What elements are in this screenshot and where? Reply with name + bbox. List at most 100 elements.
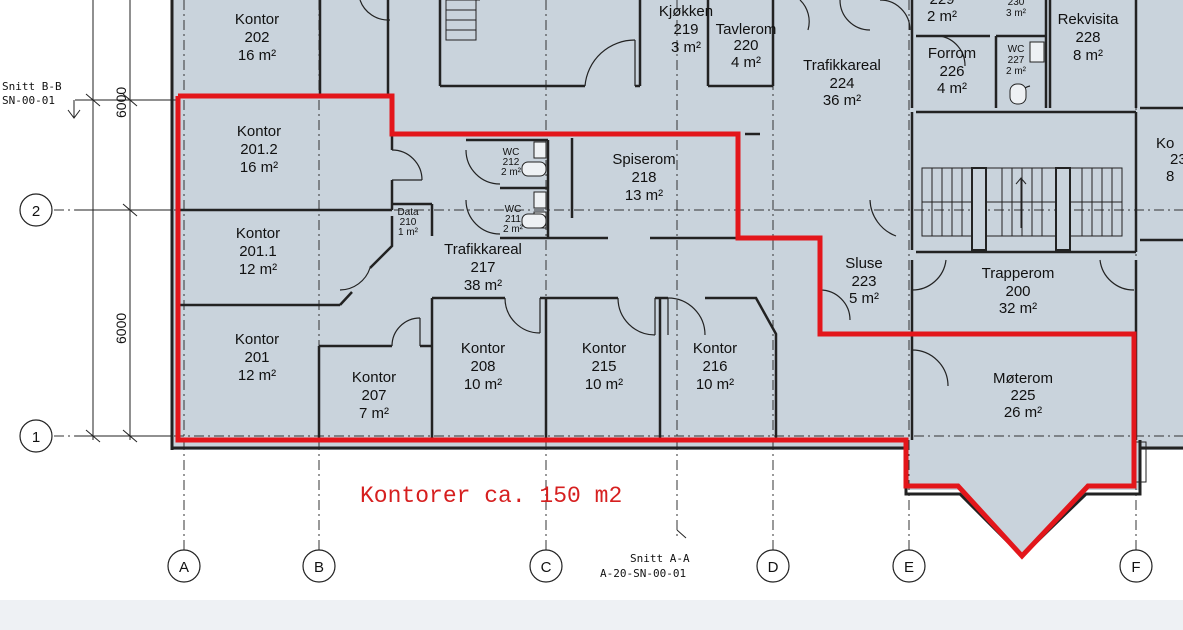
svg-text:16 m²: 16 m² (238, 47, 276, 64)
svg-text:226: 226 (939, 63, 964, 80)
svg-text:Kontor: Kontor (352, 369, 396, 386)
svg-text:Ko: Ko (1156, 135, 1174, 152)
room-219: Kjøkken 219 3 m² (659, 3, 713, 56)
svg-text:207: 207 (361, 387, 386, 404)
svg-text:5 m²: 5 m² (849, 290, 879, 307)
svg-text:216: 216 (702, 358, 727, 375)
room-201-1: Kontor 201.1 12 m² (236, 225, 280, 278)
svg-text:211: 211 (505, 214, 521, 225)
svg-text:WC: WC (505, 204, 522, 215)
svg-text:Kjøkken: Kjøkken (659, 3, 713, 20)
room-k2-partial: Ko 23 8 (1156, 135, 1183, 185)
svg-text:2 m²: 2 m² (501, 167, 522, 178)
grid-label-e: E (904, 559, 914, 576)
svg-text:1 m²: 1 m² (398, 227, 419, 238)
dimension-lines (67, 0, 176, 443)
grid-label-d: D (768, 559, 779, 576)
section-markers: Snitt B-B SN-00-01 Snitt A-A A-20-SN-00-… (2, 80, 690, 580)
room-labels: Kontor 202 16 m² Kontor 201.2 16 m² Kont… (235, 0, 1183, 422)
svg-text:224: 224 (829, 75, 854, 92)
svg-text:Spiserom: Spiserom (612, 151, 675, 168)
room-227: WC 227 2 m² (1006, 44, 1027, 77)
svg-text:WC: WC (1008, 44, 1025, 55)
svg-text:215: 215 (591, 358, 616, 375)
grid-label-b: B (314, 559, 324, 576)
section-aa-ref: A-20-SN-00-01 (600, 567, 686, 580)
room-201-2: Kontor 201.2 16 m² (237, 123, 281, 176)
room-207: Kontor 207 7 m² (352, 369, 396, 422)
svg-text:208: 208 (470, 358, 495, 375)
dimension-lower: 6000 (113, 313, 129, 344)
room-212: WC 212 2 m² (501, 147, 522, 178)
svg-text:23: 23 (1170, 151, 1183, 168)
svg-text:200: 200 (1005, 283, 1030, 300)
grid-bubbles (19, 193, 1153, 583)
svg-text:WC: WC (503, 147, 520, 158)
section-bb-ref: SN-00-01 (2, 94, 55, 107)
room-220: Tavlerom 220 4 m² (716, 21, 777, 71)
room-224: Trafikkareal 224 36 m² (803, 57, 881, 109)
svg-text:Data: Data (397, 207, 419, 218)
room-223: Sluse 223 5 m² (845, 255, 883, 307)
room-210: Data 210 1 m² (397, 207, 419, 238)
svg-text:36 m²: 36 m² (823, 92, 861, 109)
room-211: WC 211 2 m² (503, 204, 524, 235)
room-225: Møterom 225 26 m² (993, 370, 1053, 421)
svg-text:227: 227 (1008, 55, 1025, 66)
small-room-labels: 230 3 m² WC 227 2 m² WC 212 2 m² WC 211 … (397, 0, 1026, 238)
area-caption: Kontorer ca. 150 m2 (360, 483, 622, 509)
svg-text:4 m²: 4 m² (731, 54, 761, 71)
svg-text:223: 223 (851, 273, 876, 290)
svg-text:4 m²: 4 m² (937, 80, 967, 97)
svg-text:Kontor: Kontor (236, 225, 280, 242)
svg-text:8: 8 (1166, 168, 1174, 185)
svg-text:Kontor: Kontor (237, 123, 281, 140)
section-bb-label: Snitt B-B (2, 80, 62, 93)
svg-text:10 m²: 10 m² (585, 376, 623, 393)
svg-text:13 m²: 13 m² (625, 187, 663, 204)
svg-text:225: 225 (1010, 387, 1035, 404)
room-217: Trafikkareal 217 38 m² (444, 241, 522, 294)
svg-text:201.2: 201.2 (240, 141, 278, 158)
room-201: Kontor 201 12 m² (235, 331, 279, 384)
svg-text:Kontor: Kontor (235, 11, 279, 28)
dimension-upper: 6000 (113, 87, 129, 118)
room-215: Kontor 215 10 m² (582, 340, 626, 393)
svg-text:12 m²: 12 m² (238, 367, 276, 384)
interior-walls (180, 0, 1183, 559)
svg-text:3 m²: 3 m² (671, 39, 701, 56)
svg-text:10 m²: 10 m² (696, 376, 734, 393)
room-202: Kontor 202 16 m² (235, 11, 279, 64)
room-216: Kontor 216 10 m² (693, 340, 737, 393)
svg-text:2 m²: 2 m² (1006, 66, 1027, 77)
office-area-outline (175, 93, 1137, 560)
svg-text:12 m²: 12 m² (239, 261, 277, 278)
svg-text:230: 230 (1008, 0, 1025, 8)
svg-text:212: 212 (503, 157, 520, 168)
svg-text:Trafikkareal: Trafikkareal (444, 241, 522, 258)
grid-label-2: 2 (32, 203, 40, 220)
svg-text:16 m²: 16 m² (240, 159, 278, 176)
svg-text:2 m²: 2 m² (503, 224, 524, 235)
room-228: Rekvisita 228 8 m² (1058, 11, 1120, 64)
grid-label-f: F (1131, 559, 1140, 576)
svg-text:Trafikkareal: Trafikkareal (803, 57, 881, 74)
stair (445, 0, 1123, 251)
svg-text:217: 217 (470, 259, 495, 276)
room-218: Spiserom 218 13 m² (612, 151, 675, 204)
svg-text:Møterom: Møterom (993, 370, 1053, 387)
grid-label-1: 1 (32, 429, 40, 446)
svg-text:202: 202 (244, 29, 269, 46)
svg-text:Kontor: Kontor (582, 340, 626, 357)
svg-text:219: 219 (673, 21, 698, 38)
room-229: 229 2 m² (927, 0, 957, 25)
exterior-walls (170, 0, 1183, 450)
svg-text:228: 228 (1075, 29, 1100, 46)
svg-text:Sluse: Sluse (845, 255, 883, 272)
svg-text:220: 220 (733, 37, 758, 54)
svg-text:Rekvisita: Rekvisita (1058, 11, 1120, 28)
fixtures (521, 41, 1147, 483)
grid-bubble-labels: A B C D E F 1 2 (32, 203, 1141, 576)
room-226: Forrom 226 4 m² (928, 45, 976, 97)
